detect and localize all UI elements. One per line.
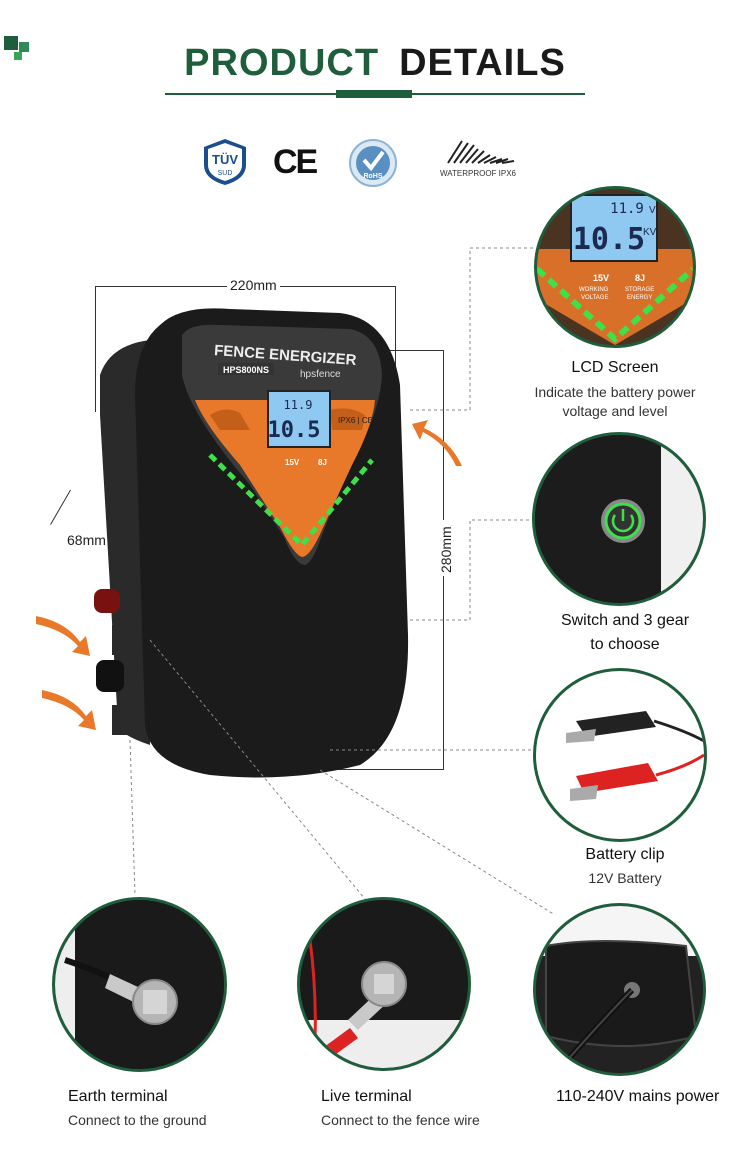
earth-caption-title: Earth terminal xyxy=(68,1088,168,1105)
width-label: 220mm xyxy=(227,277,280,293)
svg-text:15V: 15V xyxy=(285,458,300,467)
svg-text:8J: 8J xyxy=(635,273,645,283)
svg-text:15V: 15V xyxy=(593,273,609,283)
battery-caption-sub: 12V Battery xyxy=(588,870,662,886)
lcd-caption-line2: voltage and level xyxy=(562,403,668,419)
svg-text:10.5: 10.5 xyxy=(573,222,645,257)
height-bottom-tick xyxy=(320,769,444,770)
title-underline-accent xyxy=(336,90,412,98)
svg-text:8J: 8J xyxy=(318,458,327,467)
svg-text:SUD: SUD xyxy=(218,170,233,177)
svg-text:TÜV: TÜV xyxy=(212,152,238,167)
svg-text:ENERGY: ENERGY xyxy=(627,295,652,301)
rohs-icon: RoHS xyxy=(348,138,398,188)
svg-text:hpsfence: hpsfence xyxy=(300,369,341,380)
mains-power-detail-image xyxy=(533,903,706,1076)
svg-text:V: V xyxy=(649,205,656,216)
svg-text:WORKING: WORKING xyxy=(579,287,609,293)
width-left-tick xyxy=(95,286,96,412)
svg-text:HPS800NS: HPS800NS xyxy=(223,365,269,375)
lcd-caption-line1: Indicate the battery power xyxy=(534,384,696,400)
live-caption-sub: Connect to the fence wire xyxy=(321,1112,480,1128)
live-terminal-detail-image xyxy=(297,897,471,1071)
lcd-detail-image: 11.9 V 10.5 KV 15V 8J WORKING STORAGE VO… xyxy=(534,186,696,348)
switch-caption-line2: to choose xyxy=(590,636,660,653)
svg-text:11.9: 11.9 xyxy=(284,398,313,412)
waterproof-icon: WATERPROOF IPX6 xyxy=(440,137,530,181)
earth-terminal-detail-image xyxy=(52,897,227,1072)
ce-icon: CE xyxy=(273,143,318,181)
earth-caption-sub: Connect to the ground xyxy=(68,1112,207,1128)
battery-clip-detail-image xyxy=(533,668,707,842)
battery-caption-title: Battery clip xyxy=(585,846,665,863)
live-caption-title: Live terminal xyxy=(321,1088,412,1105)
tuv-sud-icon: TÜV SUD xyxy=(200,137,250,187)
svg-text:KV: KV xyxy=(643,227,657,238)
switch-detail-image xyxy=(532,432,706,606)
lcd-caption-title: LCD Screen xyxy=(571,359,659,376)
arrow-button-bottom-icon xyxy=(40,686,100,736)
svg-text:IPX6 | CE: IPX6 | CE xyxy=(338,416,373,425)
svg-text:10.5: 10.5 xyxy=(268,418,321,443)
arrow-button-top-icon xyxy=(34,612,94,662)
switch-caption-line1: Switch and 3 gear xyxy=(560,612,690,629)
depth-label: 68mm xyxy=(64,532,109,548)
svg-text:11.9: 11.9 xyxy=(610,201,644,217)
arrow-lcd-icon xyxy=(410,410,470,470)
svg-text:VOLTAGE: VOLTAGE xyxy=(581,295,608,301)
mains-caption-title: 110-240V mains power xyxy=(556,1088,720,1105)
svg-text:STORAGE: STORAGE xyxy=(625,287,654,293)
height-top-tick xyxy=(340,350,444,351)
fence-energizer-device: 11.9 10.5 FENCE ENERGIZER HPS800NS hpsfe… xyxy=(90,305,410,785)
svg-text:RoHS: RoHS xyxy=(363,173,382,180)
